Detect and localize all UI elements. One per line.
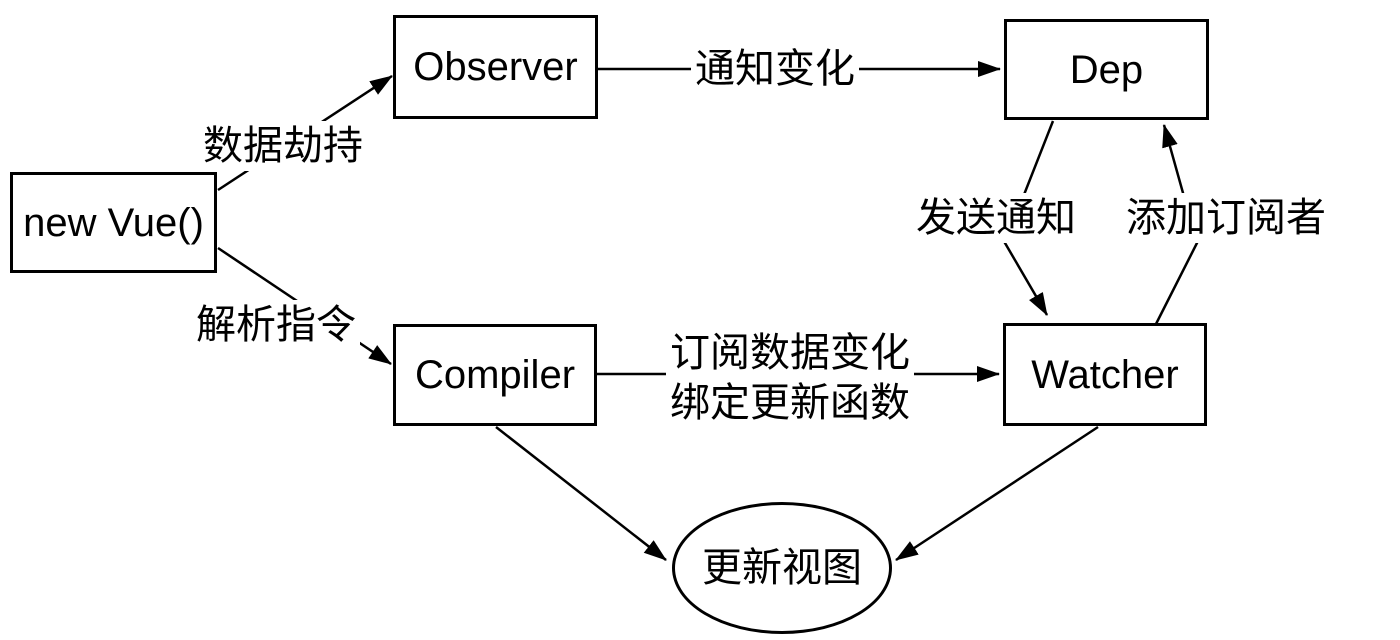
node-update-view: 更新视图 [672,502,892,634]
edge-label-subscribe-line2: 绑定更新函数 [670,381,910,425]
node-compiler-label: Compiler [414,353,576,397]
node-watcher-label: Watcher [1031,352,1179,397]
edge-label-add-subscriber: 添加订阅者 [1122,193,1330,243]
node-update-view-label: 更新视图 [702,546,862,590]
node-observer-label: Observer [413,45,578,89]
node-new-vue: new Vue() [10,172,217,273]
edge-label-subscribe-bind: 订阅数据变化 绑定更新函数 [666,328,914,428]
node-dep-label: Dep [1069,47,1144,92]
node-watcher: Watcher [1003,323,1207,426]
node-compiler: Compiler [393,324,597,426]
edge-label-send-notify: 发送通知 [912,193,1080,243]
arrow-watcher-to-dep [1154,124,1199,325]
node-new-vue-label: new Vue() [23,200,204,245]
node-observer: Observer [393,15,598,119]
edge-label-data-hijack: 数据劫持 [199,121,367,171]
arrow-compiler-to-update-view [495,426,667,561]
arrow-dep-to-watcher [1003,120,1055,316]
arrow-watcher-to-update-view [895,425,1099,562]
edge-label-subscribe-line1: 订阅数据变化 [670,331,910,375]
edge-label-parse-directives: 解析指令 [192,300,360,350]
edge-label-notify-change: 通知变化 [691,44,859,94]
node-dep: Dep [1004,19,1209,120]
